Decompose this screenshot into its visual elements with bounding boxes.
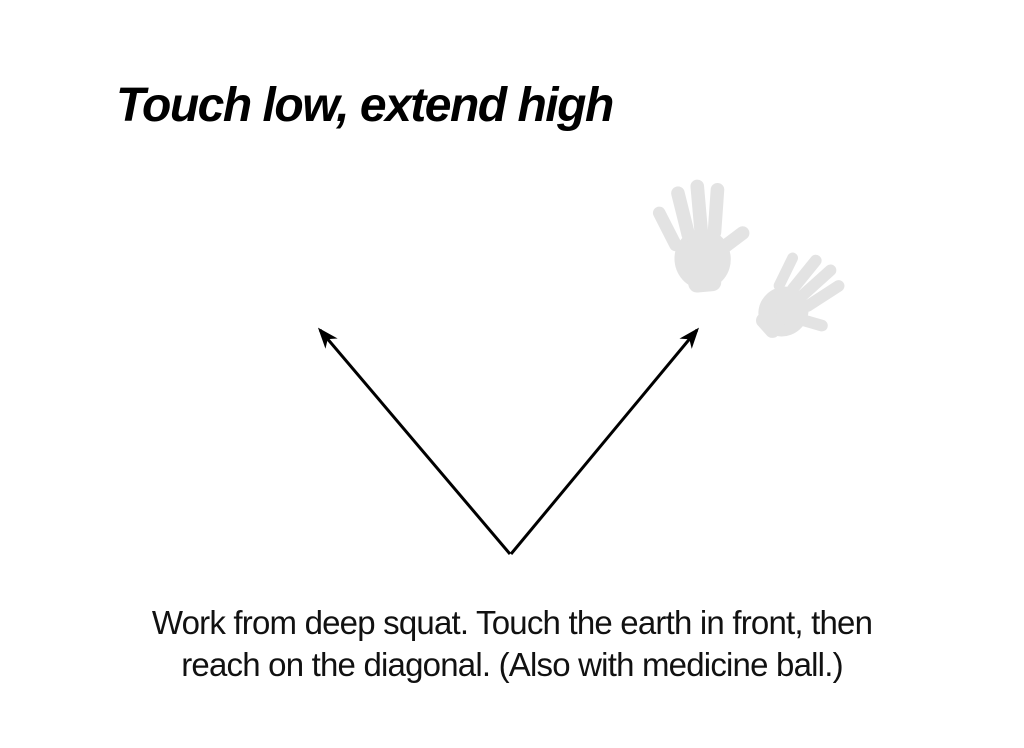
arrow-up-right — [509, 327, 700, 555]
caption: Work from deep squat. Touch the earth in… — [0, 602, 1024, 686]
arrow-up-left — [317, 327, 512, 555]
slide-title: Touch low, extend high — [116, 79, 614, 132]
caption-line-2: reach on the diagonal. (Also with medici… — [181, 646, 843, 683]
hand-icon-tilted — [756, 252, 845, 338]
hand-icon-upright — [652, 179, 750, 293]
caption-line-1: Work from deep squat. Touch the earth in… — [151, 604, 873, 641]
